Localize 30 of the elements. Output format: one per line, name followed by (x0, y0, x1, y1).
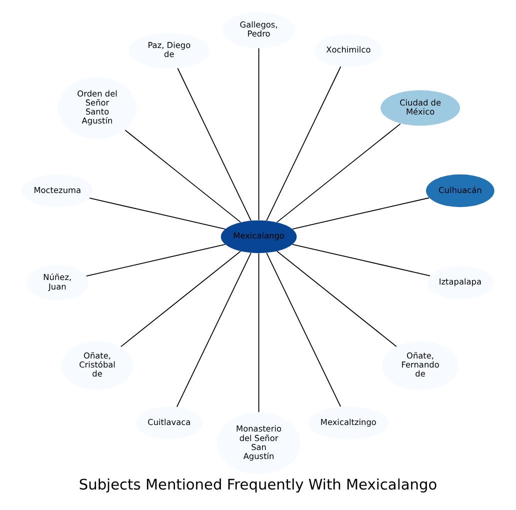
node-ellipse: Gallegos, Pedro (222, 12, 296, 48)
connector (266, 66, 342, 221)
connector (124, 130, 242, 223)
connector (276, 123, 401, 223)
node-ellipse: Orden del Señor Santo Agustín (58, 77, 137, 139)
node-ellipse: Xochimilco (314, 34, 383, 67)
node-ellipse: Paz, Diego de (128, 32, 210, 68)
connector (86, 244, 226, 277)
connector (177, 68, 252, 221)
connector (89, 198, 226, 230)
node-ellipse: Mexicalango (220, 220, 297, 254)
node-ellipse: Cuitlavaca (136, 406, 202, 440)
connector (266, 252, 342, 407)
node-ellipse: Iztapalapa (427, 266, 494, 300)
node-ellipse: Mexicaltzingo (308, 406, 389, 440)
connector (292, 197, 430, 230)
connector (276, 250, 397, 347)
connector (258, 252, 260, 413)
connector (258, 48, 260, 221)
node-ellipse: Monasterio del Señor San Agustín (216, 412, 301, 474)
diagram-title: Subjects Mentioned Frequently With Mexicalango (78, 476, 438, 494)
connector (292, 244, 430, 276)
node-ellipse: Oñate, Fernando de (382, 341, 458, 390)
node-ellipse: Moctezuma (22, 174, 93, 208)
node-ellipse: Oñate, Cristóbal de (61, 341, 134, 390)
node-ellipse: Núñez, Juan (26, 264, 88, 301)
node-ellipse: Ciudad de México (380, 90, 460, 126)
node-ellipse: Culhuacán (426, 174, 494, 208)
connector (120, 250, 242, 348)
connector (176, 252, 252, 408)
